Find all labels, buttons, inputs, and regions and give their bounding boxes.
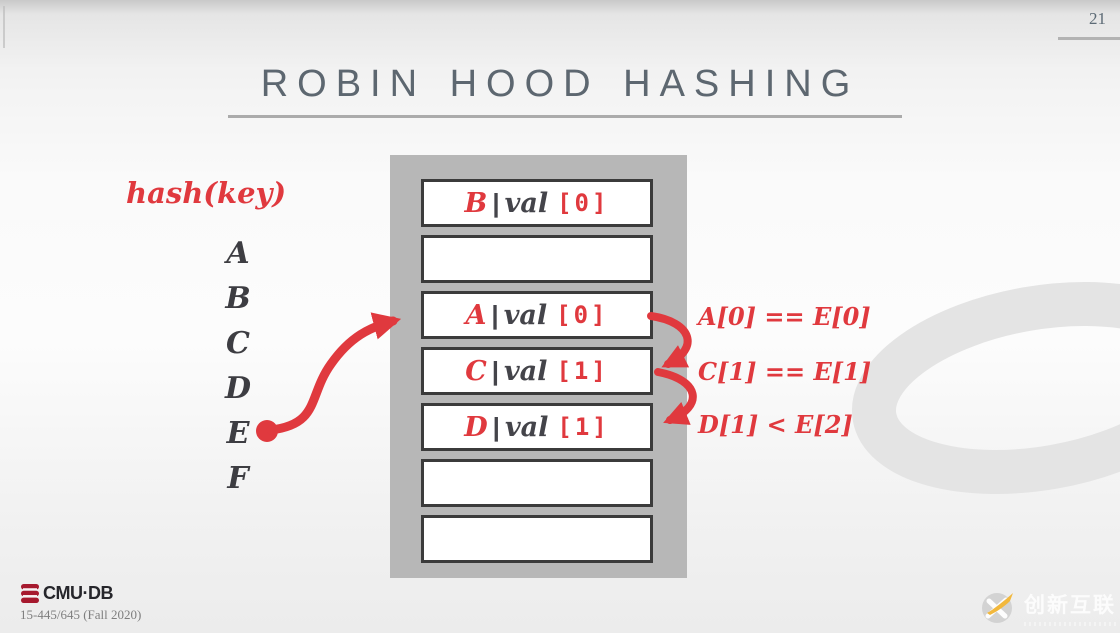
slot-value: val [504, 187, 549, 219]
key-label-c: C [226, 326, 250, 361]
key-list: A B C D E F [206, 231, 270, 501]
table-slot-0: B|val [0] [421, 179, 653, 227]
slot-index: [0] [556, 301, 609, 329]
slide-title: ROBIN HOOD HASHING [260, 63, 860, 105]
comparison-annotation-1: A[0] == E[0] [698, 302, 871, 331]
vendor-watermark-text: 创新互联 [1024, 594, 1116, 617]
vendor-watermark: 创新互联 [980, 589, 1116, 626]
slot-value: val [504, 411, 549, 443]
table-slot-3: C|val [1] [421, 347, 653, 395]
slot-index: [0] [557, 189, 610, 217]
database-icon [21, 584, 39, 603]
slot-value: val [503, 355, 548, 387]
course-label: 15-445/645 (Fall 2020) [20, 607, 142, 622]
comparison-annotation-3: D[1] < E[2] [698, 410, 853, 439]
vendor-watermark-subtext [1024, 622, 1116, 626]
comparison-annotation-2: C[1] == E[1] [698, 357, 872, 386]
slot-separator: | [492, 411, 500, 442]
table-slot-2: A|val [0] [421, 291, 653, 339]
hash-table: B|val[0] A|val[0] C|val[1] D|val[1] [390, 155, 687, 578]
logo-text: CMU·DB [43, 583, 113, 603]
slot-key: A [465, 299, 487, 331]
table-slot-6-empty [421, 515, 653, 563]
slot-separator: | [492, 187, 500, 218]
slot-key: C [465, 355, 487, 387]
hash-function-label: hash(key) [126, 176, 287, 210]
slot-index: [1] [557, 413, 610, 441]
slot-separator: | [491, 299, 499, 330]
table-slot-4: D|val [1] [421, 403, 653, 451]
cmu-db-logo: CMU·DB 15-445/645 (Fall 2020) [20, 583, 141, 623]
hash-arrow [266, 312, 402, 435]
slot-key: D [464, 411, 488, 443]
table-slot-5-empty [421, 459, 653, 507]
title-underline [228, 115, 902, 118]
slot-key: B [464, 187, 488, 219]
key-label-f: F [227, 461, 249, 496]
slot-value: val [503, 299, 548, 331]
slot-separator: | [491, 355, 499, 386]
page-number: 21 [1089, 9, 1106, 28]
table-slot-1-empty [421, 235, 653, 283]
key-label-d: D [224, 371, 251, 406]
slot-index: [1] [556, 357, 609, 385]
vendor-logo-icon [982, 593, 1013, 623]
page-number-underline [1058, 37, 1120, 40]
key-label-b: B [225, 281, 251, 316]
key-label-e: E [226, 416, 250, 451]
key-label-a: A [226, 236, 250, 271]
left-edge-artifact [3, 6, 5, 48]
